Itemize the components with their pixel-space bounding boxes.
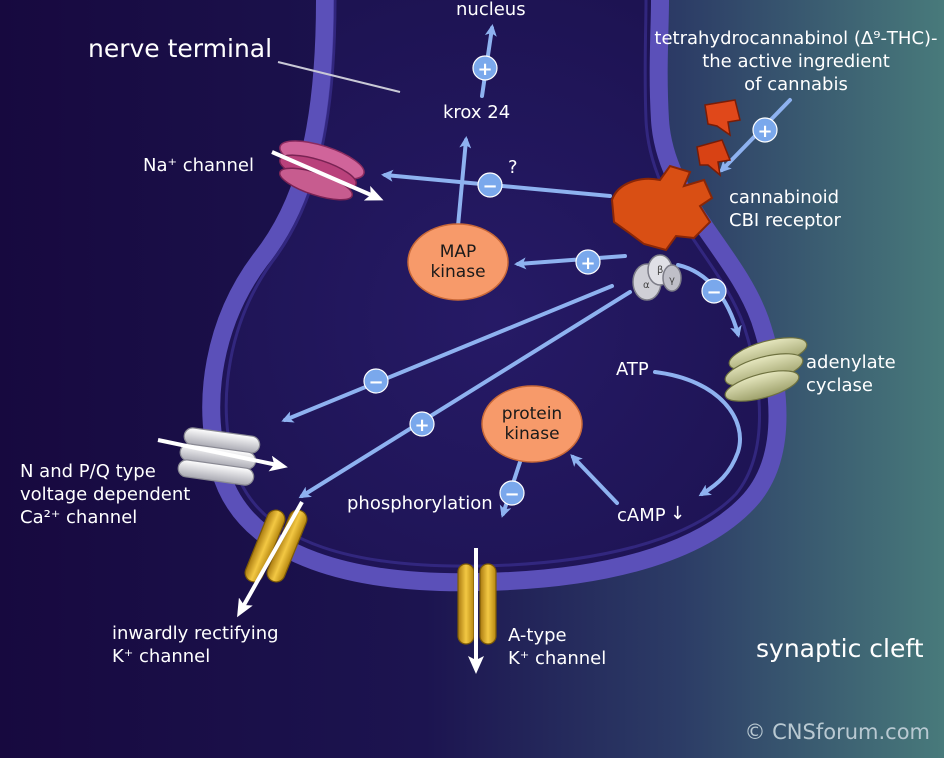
unknown-effect-question-mark: ? [508,157,518,178]
kir-channel-label-line-1: inwardly rectifying [112,623,279,644]
map-kinase-label-line-2: kinase [430,262,486,282]
cannabinoid-receptor-label-line-1: cannabinoid [729,187,840,208]
g-protein-gamma-label: γ [669,275,675,286]
thc-label-line-2: the active ingredient [702,51,890,72]
g-protein-alpha-label: α [643,280,650,291]
thc-molecule-2 [696,139,732,177]
atype-channel-right-half [479,563,497,645]
kir-channel-label: inwardly rectifying K⁺ channel [112,622,279,668]
map-kinase-label-line-1: MAP [439,242,477,262]
ca-channel-label: N and P/Q type voltage dependent Ca²⁺ ch… [20,460,190,529]
g-protein-gamma [662,264,682,292]
kir-channel-label-line-2: K⁺ channel [112,646,211,667]
cannabinoid-receptor-label-line-2: CBI receptor [729,210,841,231]
protein-kinase-label-line-2: kinase [504,424,560,444]
thc-label-line-1: tetrahydrocannabinol (Δ⁹-THC)- [654,28,938,49]
plus-sign-krox-nucleus-label: + [477,59,492,80]
protein-kinase-label: protein kinase [482,404,582,444]
synaptic-cleft-label: synaptic cleft [756,634,924,663]
sign-circles: + + − + − − + [363,55,778,506]
minus-sign-atype: − [499,480,525,506]
arrow-gprotein-to-kir [298,290,632,499]
kir-ion-flow-arrow [237,501,304,618]
atype-channel [457,548,497,674]
plus-sign-map-label: + [580,253,595,274]
arrow-camp-to-protein-kinase [570,454,619,505]
thc-label: tetrahydrocannabinol (Δ⁹-THC)- the activ… [648,27,944,96]
adenylate-cyclase-subunit-3 [724,370,800,402]
copyright-notice: © CNSforum.com [744,720,930,744]
cannabinoid-receptor-shape [610,164,714,252]
atype-channel-left-half [457,563,475,645]
minus-sign-adenylate: − [701,278,727,304]
na-ion-flow-arrow [271,150,384,201]
minus-sign-na: − [477,172,503,198]
atype-channel-label: A-type K⁺ channel [508,624,606,670]
ca-channel-label-line-1: N and P/Q type [20,461,156,482]
kir-channel [237,501,308,618]
map-kinase-ellipse [407,223,509,301]
plus-sign-krox-nucleus: + [472,55,498,81]
ca-channel-label-line-3: Ca²⁺ channel [20,507,138,528]
na-channel-label: Na⁺ channel [143,155,254,176]
camp-decrease-arrow: ↓ [670,503,686,524]
minus-sign-atype-label: − [504,484,519,505]
plus-sign-map: + [575,249,601,275]
phosphorylation-label: phosphorylation [347,493,493,514]
plus-sign-thc-label: + [757,121,772,142]
adenylate-cyclase-label-line-1: adenylate [806,352,896,373]
g-protein: α β γ [632,254,682,301]
protein-kinase-ellipse [481,385,583,463]
protein-kinase-label-line-1: protein [501,404,563,424]
adenylate-cyclase [724,337,808,402]
atype-channel-label-line-1: A-type [508,625,567,646]
plus-sign-thc: + [752,117,778,143]
arrow-gprotein-to-ca [281,284,614,423]
ca-channel-segment-3 [177,459,255,486]
map-kinase-label: MAP kinase [408,242,508,282]
nerve-terminal-label: nerve terminal [88,34,273,63]
thc-label-line-3: of cannabis [744,74,848,95]
adenylate-cyclase-label: adenylate cyclase [806,351,896,397]
g-protein-beta-label: β [657,265,663,276]
ca-channel-label-line-2: voltage dependent [20,484,191,505]
thc-molecule-1 [704,99,741,137]
camp-label: cAMP [617,505,666,526]
arrow-atp-to-camp [653,370,742,497]
na-channel [271,140,384,201]
atype-channel-label-line-2: K⁺ channel [508,648,607,669]
ca-ion-flow-arrow [157,438,288,472]
ca-channel [157,427,288,486]
atp-label: ATP [616,359,649,380]
minus-sign-ca-label: − [368,372,383,393]
nucleus-label: nucleus [456,0,526,20]
minus-sign-adenylate-label: − [706,282,721,303]
arrow-gprotein-to-map [514,254,627,270]
thc-molecules [696,99,741,177]
plus-sign-kir-label: + [414,415,429,436]
plus-sign-kir: + [409,411,435,437]
nerve-terminal-pointer [277,61,401,93]
minus-sign-ca: − [363,368,389,394]
krox24-label: krox 24 [443,102,511,123]
minus-sign-na-label: − [482,176,497,197]
adenylate-cyclase-label-line-2: cyclase [806,375,873,396]
cannabinoid-receptor-label: cannabinoid CBI receptor [729,186,841,232]
